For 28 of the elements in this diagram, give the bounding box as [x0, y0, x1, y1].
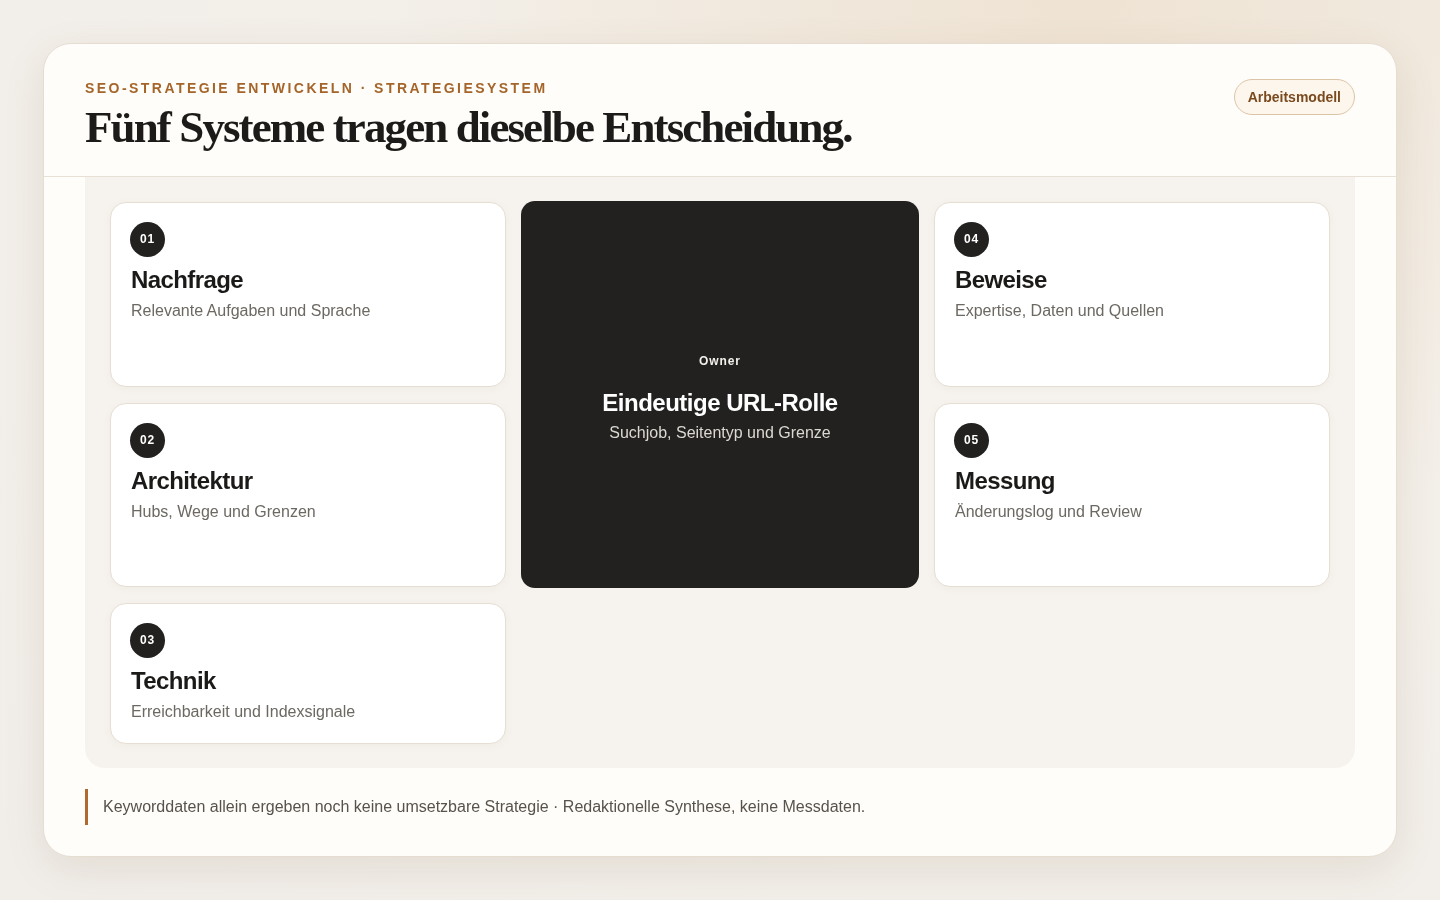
card-subtitle: Expertise, Daten und Quellen: [955, 301, 1165, 321]
card-title: Nachfrage: [131, 266, 244, 294]
system-card: [934, 202, 1330, 387]
card-subtitle: Hubs, Wege und Grenzen: [131, 502, 317, 522]
card-title: Messung: [955, 467, 1056, 495]
step-number: 01: [130, 222, 165, 257]
eyebrow-text: SEO-STRATEGIE ENTWICKELN · STRATEGIESYSTEM: [85, 79, 548, 97]
step-number: 03: [130, 623, 165, 658]
model-tag: Arbeitsmodell: [1233, 79, 1355, 115]
system-card: [934, 403, 1330, 587]
card-title: Beweise: [955, 266, 1048, 294]
card-subtitle: Erreichbarkeit und Indexsignale: [131, 702, 357, 722]
owner-card: [521, 201, 919, 588]
system-card: [110, 403, 506, 587]
card-title: Technik: [131, 667, 217, 695]
step-number: 04: [954, 222, 989, 257]
step-number: 02: [130, 423, 165, 458]
title: Fünf Systeme tragen dieselbe Entscheidung.: [85, 101, 852, 154]
card-subtitle: Änderungslog und Review: [955, 502, 1143, 522]
system-card: [110, 603, 506, 744]
caption: Keyworddaten allein ergeben noch keine umsetzbare Strategie · Redaktionelle Synthese, keine Messdaten.: [85, 789, 866, 825]
card-title: Eindeutige URL-Rolle: [602, 388, 838, 417]
card-kicker: Owner: [699, 352, 741, 369]
card-subtitle: Suchjob, Seitentyp und Grenze: [609, 422, 831, 443]
step-number: 05: [954, 423, 989, 458]
system-card: [110, 202, 506, 387]
card-title: Architektur: [131, 467, 254, 495]
card-subtitle: Relevante Aufgaben und Sprache: [131, 301, 372, 321]
